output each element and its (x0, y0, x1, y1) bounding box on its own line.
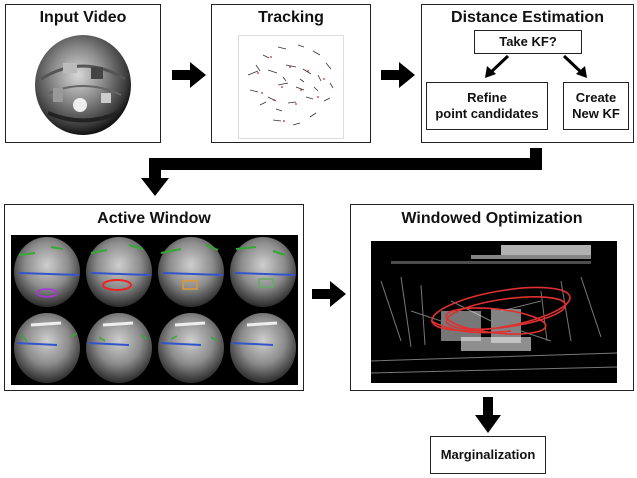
active-window-title: Active Window (97, 210, 211, 227)
refine-line1: Refine (467, 90, 507, 105)
point-cloud-image (371, 241, 617, 383)
windowed-optimization-title: Windowed Optimization (401, 210, 583, 227)
marginalization-label: Marginalization (440, 447, 536, 462)
take-kf-decision-box: Take KF? (474, 30, 582, 54)
distance-estimation-title: Distance Estimation (451, 9, 604, 26)
keyframe-row-1 (14, 237, 296, 307)
refine-line2: point candidates (435, 106, 539, 121)
arrow-distance-to-active-window (141, 148, 542, 196)
arrow-tracking-to-distance (381, 62, 415, 88)
distance-estimation-box: Distance Estimation Take KF? Refine poin… (421, 4, 634, 143)
active-window-box: Active Window (4, 204, 304, 391)
take-kf-label: Take KF? (499, 34, 557, 49)
input-video-box: Input Video (5, 4, 161, 143)
arrow-to-create-kf (562, 54, 587, 78)
arrow-active-to-optimization (312, 281, 346, 307)
windowed-optimization-box: Windowed Optimization (350, 204, 634, 391)
refine-point-candidates-box: Refine point candidates (426, 82, 548, 130)
tracking-box: Tracking (211, 4, 371, 143)
arrow-optimization-to-marginalization (475, 397, 501, 433)
marginalization-box: Marginalization (430, 436, 546, 474)
create-new-kf-box: Create New KF (563, 82, 629, 130)
arrow-to-refine (485, 54, 510, 78)
keyframe-row-2 (14, 313, 296, 383)
create-line2: New KF (572, 106, 620, 121)
keyframe-grid-image (11, 235, 298, 385)
tracking-sparse-points-image (238, 35, 344, 139)
tracking-title: Tracking (258, 9, 324, 26)
arrow-input-to-tracking (172, 62, 206, 88)
input-video-title: Input Video (39, 9, 127, 26)
fisheye-frame-image (35, 35, 131, 135)
create-line1: Create (575, 90, 617, 105)
